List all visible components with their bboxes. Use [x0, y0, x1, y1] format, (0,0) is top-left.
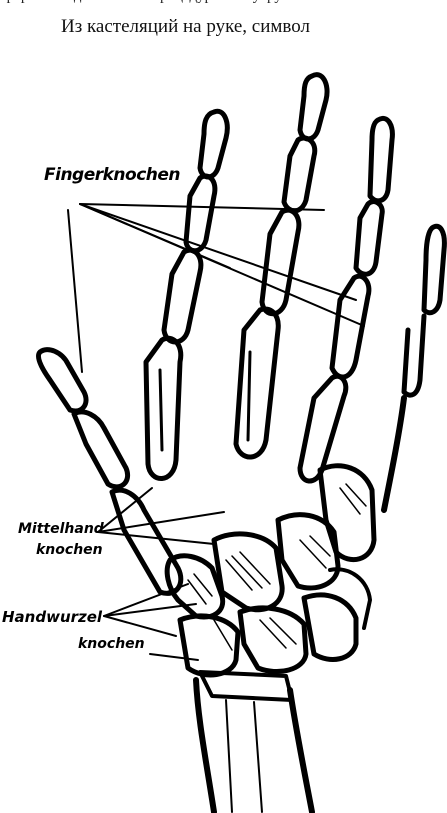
pinky-finger-bones [384, 226, 444, 510]
ring-finger-bones [300, 118, 392, 481]
carpal-bones [167, 466, 374, 675]
body-text-line: Из кастеляций на руке, символ [61, 16, 447, 38]
label-finger-bones: Fingerknochen [44, 167, 180, 184]
label-carpal-line1: Handwurzel [2, 610, 102, 625]
label-metacarpal-line1: Mittelhand [18, 522, 104, 536]
label-metacarpal-line2: knochen [36, 543, 103, 557]
label-pointer-lines [68, 204, 364, 660]
label-carpal-line2: knochen [78, 637, 145, 651]
forearm-bones [196, 672, 312, 812]
cropped-top-text: ереработка дыхательно процедуре ни с утр… [0, 0, 447, 8]
